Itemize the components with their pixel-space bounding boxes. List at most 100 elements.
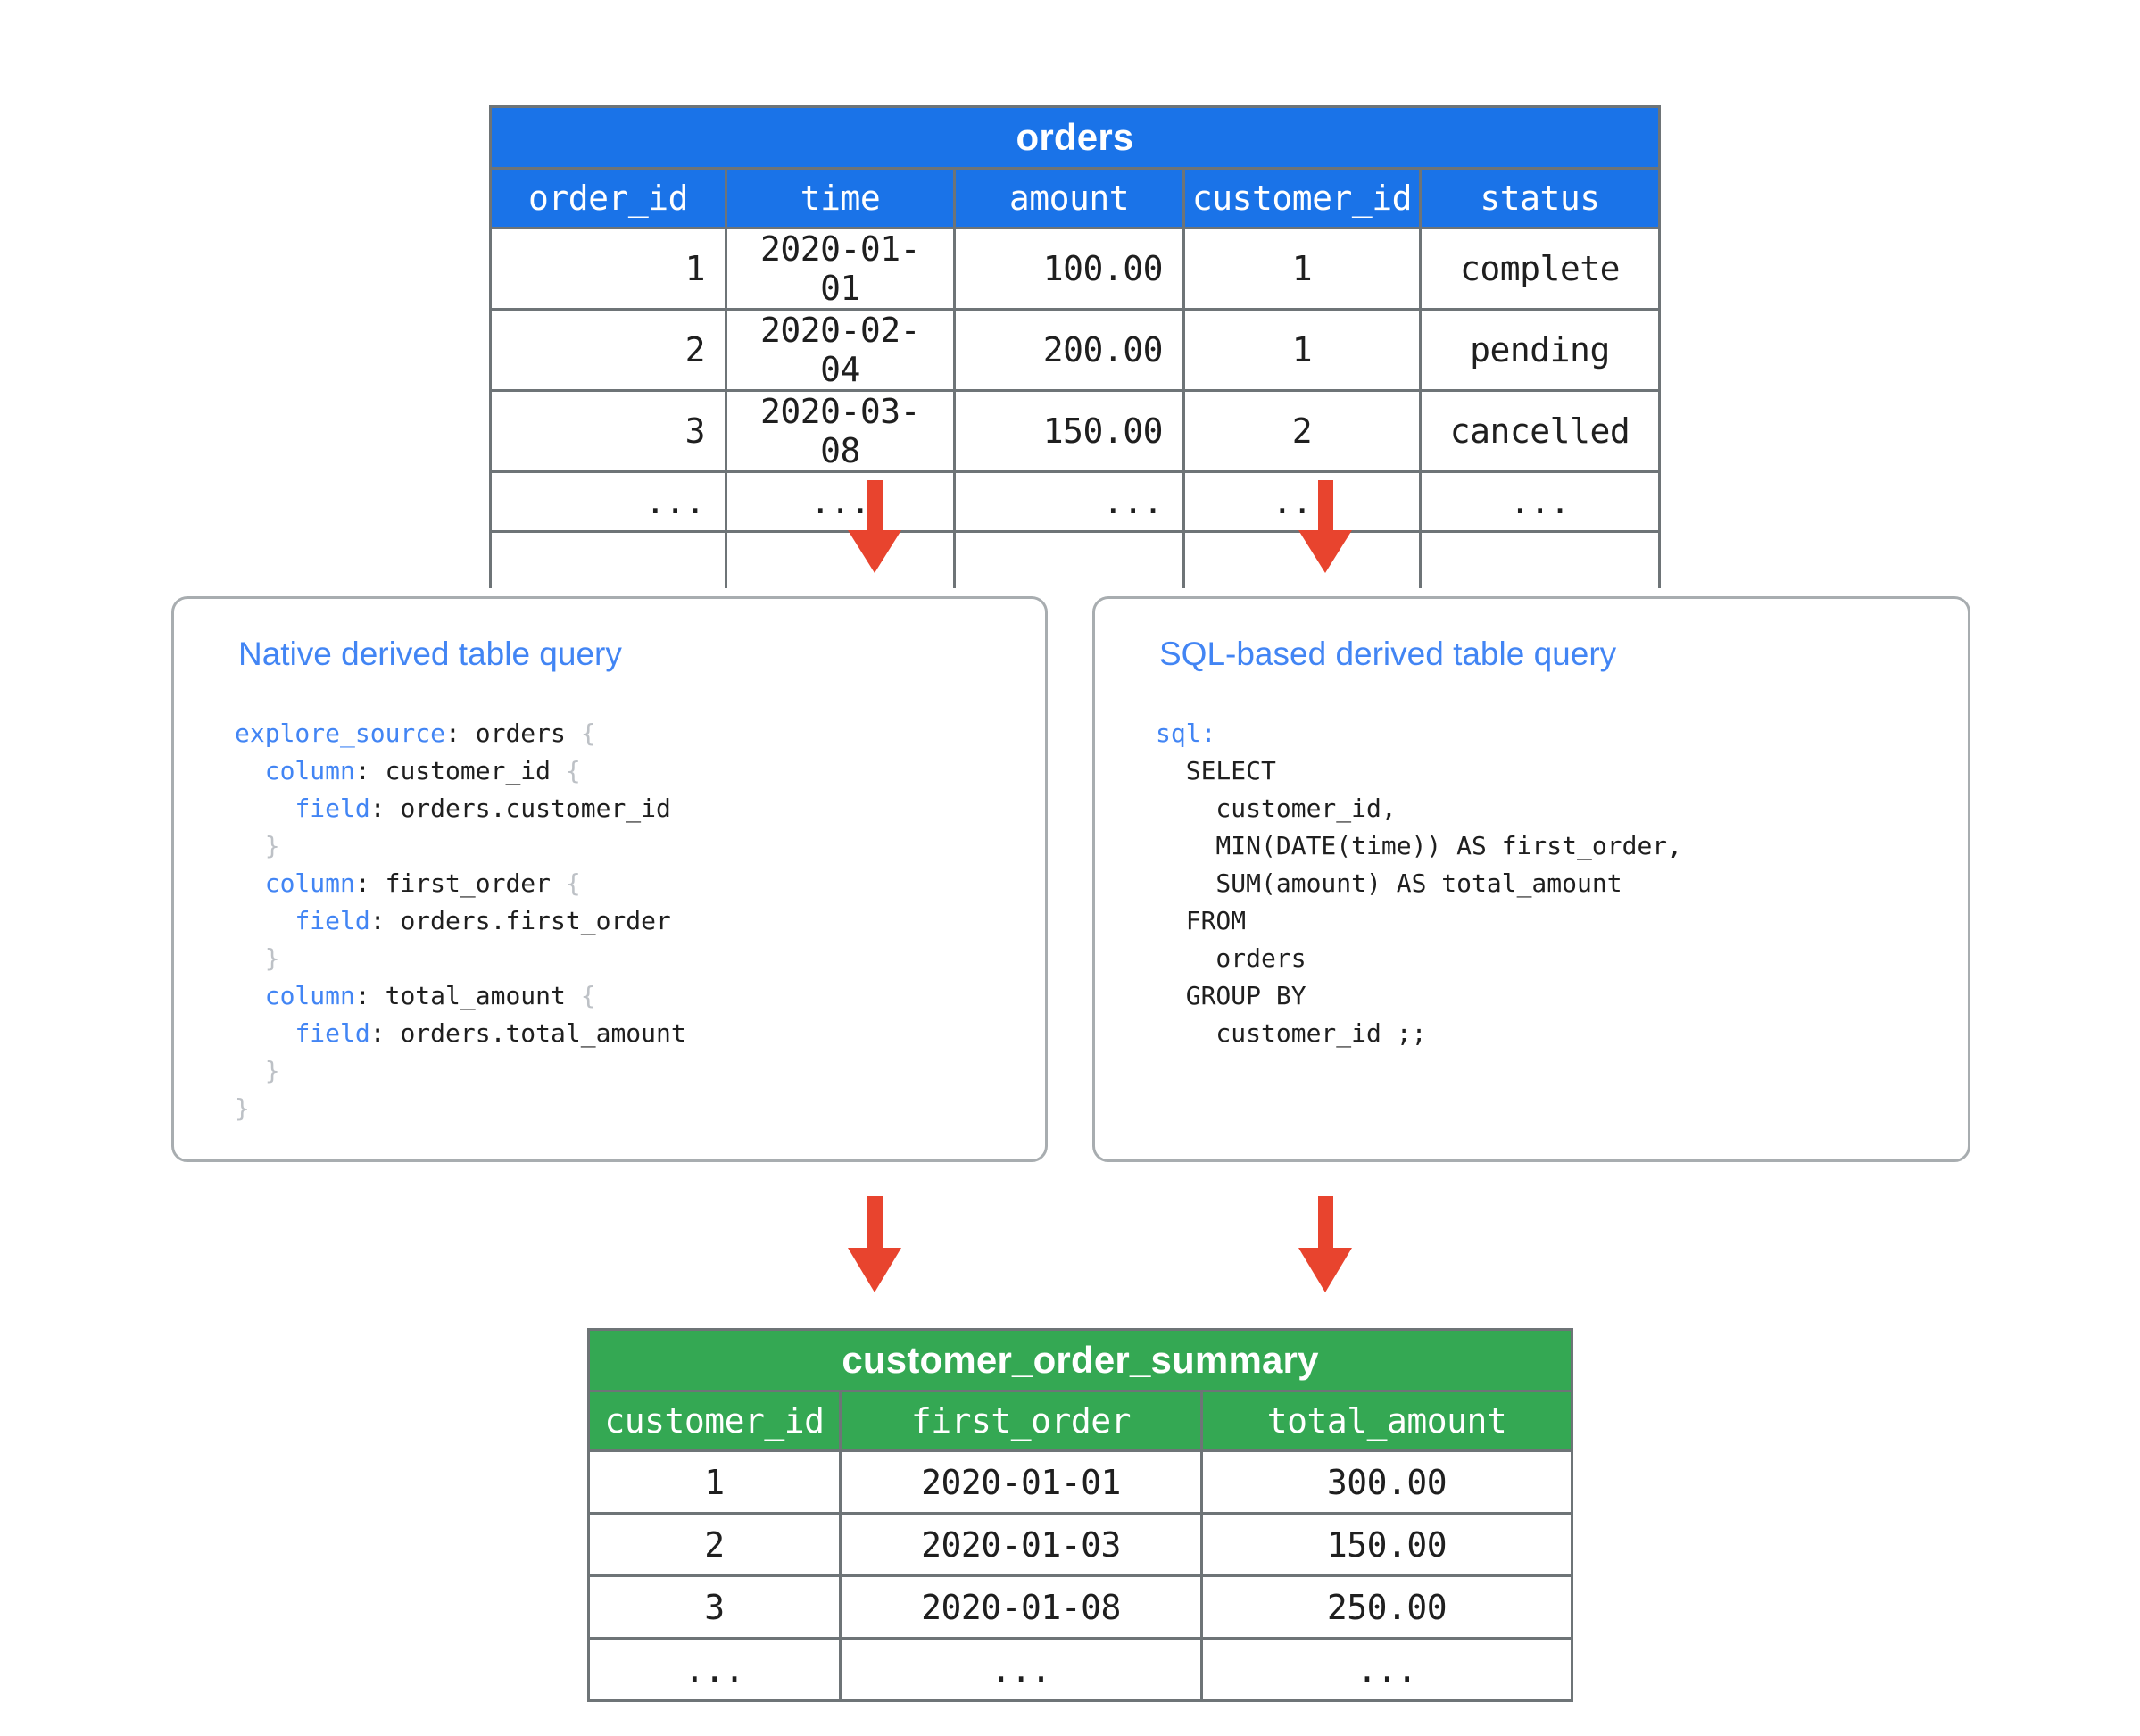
table-cell: 3 [587, 1574, 842, 1640]
column-header: total_amount [1199, 1390, 1574, 1452]
table-cell: ... [1199, 1637, 1574, 1702]
arrow-head [848, 1248, 901, 1292]
table-cell: ... [587, 1637, 842, 1702]
code-line: field: orders.customer_id [294, 793, 671, 823]
table-cell: 2020-01-08 [839, 1574, 1203, 1640]
table-cell: 300.00 [1199, 1449, 1574, 1515]
arrow-orders-to-native [848, 480, 901, 573]
table-cell: 1 [1182, 308, 1422, 392]
table-cell: 3 [489, 389, 727, 473]
table-cell: 150.00 [953, 389, 1185, 473]
table-cell: 2020-01-01 [725, 227, 956, 311]
table-cell: 2020-03-08 [725, 389, 956, 473]
table-cell: ... [839, 1637, 1203, 1702]
arrow-shaft [1317, 480, 1333, 530]
code-line: } [235, 1093, 250, 1123]
table-cell: 1 [489, 227, 727, 311]
table-cell-empty [725, 530, 956, 588]
code-line: SUM(amount) AS total_amount [1156, 868, 1622, 898]
column-header: first_order [839, 1390, 1203, 1452]
table-cell: 2 [1182, 389, 1422, 473]
table-cell-empty [489, 530, 727, 588]
column-header: customer_id [587, 1390, 842, 1452]
code-line: column: customer_id { [264, 756, 581, 785]
table-cell: 150.00 [1199, 1512, 1574, 1577]
table-cell: 1 [587, 1449, 842, 1515]
sql-card-code: sql: SELECT customer_id, MIN(DATE(time))… [1156, 715, 1682, 1052]
sql-card-title: SQL-based derived table query [1159, 635, 1617, 672]
sql-derived-table-card: SQL-based derived table query sql: SELEC… [1092, 596, 1970, 1162]
code-line: } [264, 943, 280, 973]
code-line: FROM [1156, 906, 1247, 935]
column-header: customer_id [1182, 167, 1422, 229]
table-cell: 2 [489, 308, 727, 392]
arrow-native-to-summary [848, 1196, 901, 1292]
native-derived-table-card: Native derived table query explore_sourc… [171, 596, 1048, 1162]
arrow-shaft [867, 480, 883, 530]
arrow-orders-to-sql [1298, 480, 1352, 573]
table-cell: complete [1419, 227, 1661, 311]
code-line: } [264, 1056, 280, 1085]
table-cell: ... [1419, 470, 1661, 533]
code-line: customer_id, [1156, 793, 1397, 823]
code-line: } [264, 831, 280, 860]
table-cell-empty [1419, 530, 1661, 588]
native-card-code: explore_source: orders { column: custome… [235, 715, 686, 1127]
arrow-shaft [867, 1196, 883, 1248]
table-row: ............... [489, 470, 1661, 533]
table-cell: 2020-01-03 [839, 1512, 1203, 1577]
table-title-row: customer_order_summary [586, 1328, 1574, 1392]
native-card-title: Native derived table query [238, 635, 622, 672]
table-row: ......... [587, 1637, 1574, 1702]
code-line: explore_source: orders { [235, 718, 596, 748]
table-cell: ... [725, 470, 956, 533]
code-line: field: orders.total_amount [294, 1018, 686, 1048]
code-line: GROUP BY [1156, 981, 1306, 1010]
code-line: SELECT [1156, 756, 1276, 785]
code-line: MIN(DATE(time)) AS first_order, [1156, 831, 1683, 860]
table-cell: 2 [587, 1512, 842, 1577]
column-header: status [1419, 167, 1661, 229]
arrow-head [1298, 530, 1352, 573]
code-line: column: total_amount { [264, 981, 596, 1010]
code-line: field: orders.first_order [294, 906, 671, 935]
arrow-head [1298, 1248, 1352, 1292]
table-truncated-row [489, 530, 1661, 588]
table-cell: 2020-01-01 [839, 1449, 1203, 1515]
table-cell: ... [953, 470, 1185, 533]
code-line: sql: [1156, 718, 1216, 748]
table-cell: 200.00 [953, 308, 1185, 392]
table-title-row: orders [489, 105, 1661, 170]
table-cell-empty [953, 530, 1185, 588]
code-line: customer_id ;; [1156, 1018, 1427, 1048]
arrow-sql-to-summary [1298, 1196, 1352, 1292]
arrow-shaft [1317, 1196, 1333, 1248]
code-line: column: first_order { [264, 868, 581, 898]
table-cell: ... [1182, 470, 1422, 533]
table-cell: 250.00 [1199, 1574, 1574, 1640]
table-cell: 1 [1182, 227, 1422, 311]
table-cell: pending [1419, 308, 1661, 392]
column-header: time [725, 167, 956, 229]
column-header: amount [953, 167, 1185, 229]
table-cell: cancelled [1419, 389, 1661, 473]
table-title: customer_order_summary [586, 1328, 1574, 1392]
arrow-head [848, 530, 901, 573]
table-cell: ... [489, 470, 727, 533]
table-cell: 100.00 [953, 227, 1185, 311]
table-title: orders [489, 105, 1661, 170]
column-header: order_id [489, 167, 727, 229]
table-cell: 2020-02-04 [725, 308, 956, 392]
